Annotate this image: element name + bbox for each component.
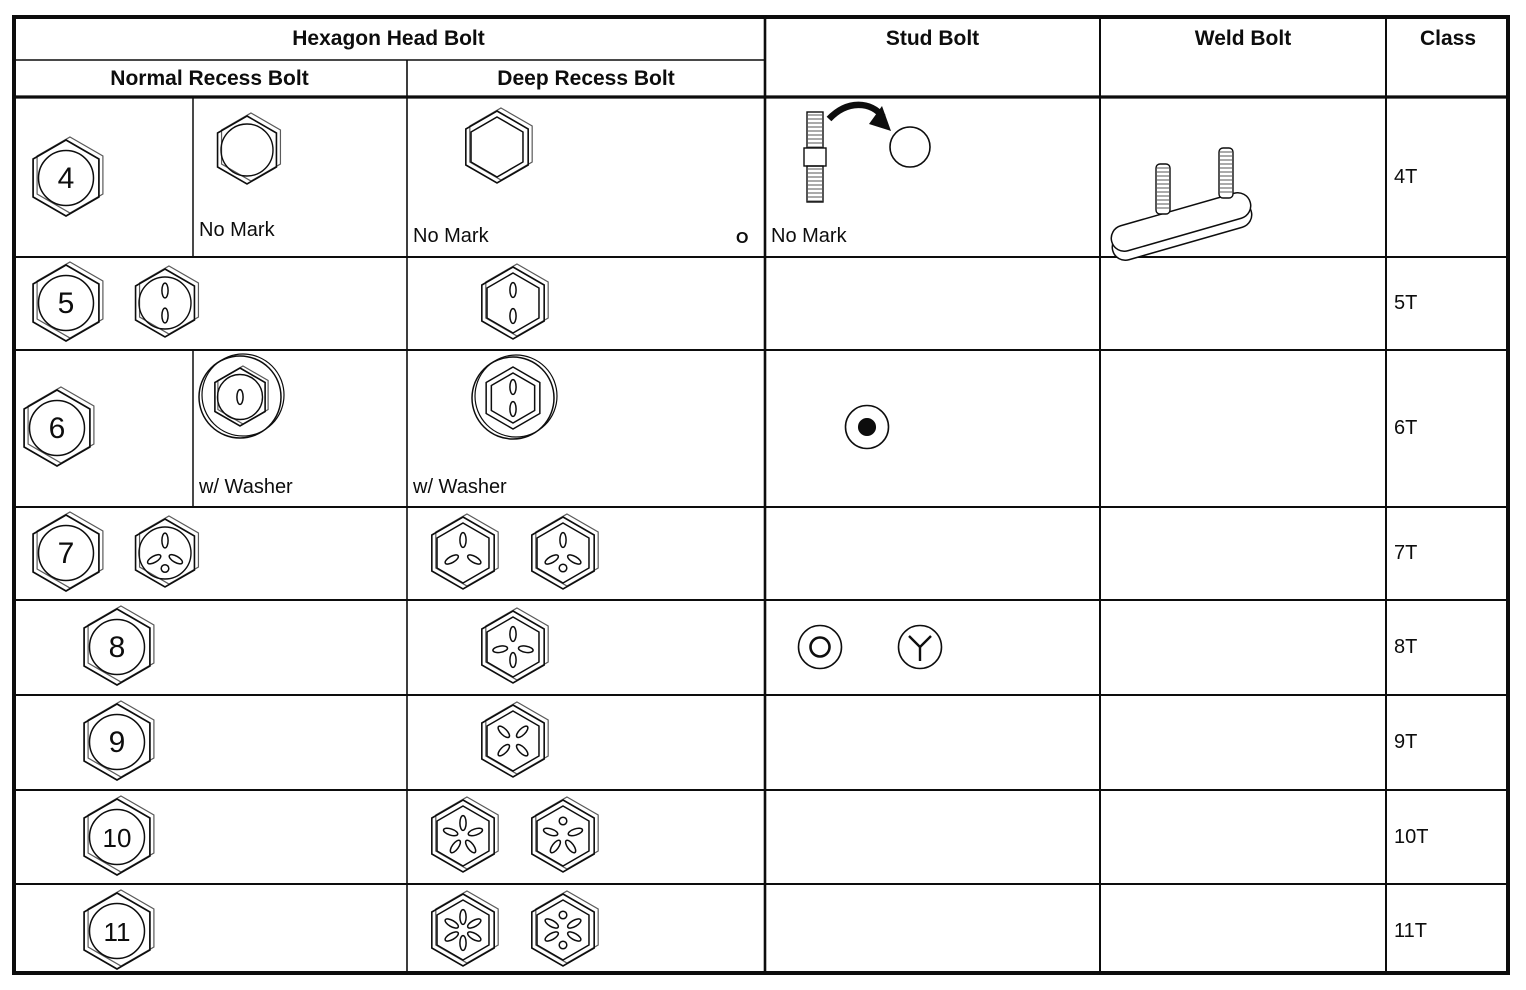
- hex-bolt-5-icon: 5: [32, 261, 104, 342]
- class-value: 9T: [1394, 731, 1418, 753]
- header-weld-bolt: Weld Bolt: [1194, 26, 1292, 50]
- class-value: 6T: [1394, 417, 1418, 439]
- deep-recess-four-diagonal-slots-icon: [481, 701, 549, 778]
- deep-recess-dot-four-slots-icon: [531, 796, 599, 873]
- o-mark: O: [736, 230, 749, 247]
- hex-number-label: 7: [58, 537, 75, 570]
- hex-number-label: 5: [58, 287, 75, 320]
- w-washer-label: w/ Washer: [413, 476, 507, 498]
- class-value: 10T: [1394, 826, 1429, 848]
- hex-number-label: 6: [49, 412, 66, 445]
- weld-bolt-icon: [1110, 147, 1253, 262]
- hex-bolt-7-icon: 7: [32, 511, 104, 592]
- deep-recess-four-slots-icon: [481, 607, 549, 684]
- class-value: 5T: [1394, 292, 1418, 314]
- header-normal-recess-bolt: Normal Recess Bolt: [110, 66, 309, 90]
- deep-recess-two-dots-four-slots-icon: [531, 890, 599, 967]
- header-class: Class: [1419, 26, 1477, 50]
- header-hexagon-head-bolt: Hexagon Head Bolt: [292, 26, 485, 50]
- deep-recess-washer-two-slots-icon: [471, 354, 558, 440]
- hex-bolt-9-icon: 9: [83, 700, 155, 781]
- no-mark-label: No Mark: [199, 219, 275, 241]
- stud-bolt-dot-mark-icon: [844, 404, 890, 450]
- hex-bolt-two-slots-icon: [134, 265, 200, 338]
- hex-number-label: 11: [104, 917, 131, 947]
- deep-recess-two-slots-icon: [481, 263, 549, 340]
- class-value: 11T: [1394, 920, 1427, 942]
- deep-recess-five-slots-icon: [431, 796, 499, 873]
- class-value: 7T: [1394, 542, 1418, 564]
- header-deep-recess-bolt: Deep Recess Bolt: [497, 66, 675, 90]
- hex-bolt-washer-one-slot-icon: [198, 353, 285, 439]
- hex-bolt-6-icon: 6: [23, 386, 95, 467]
- stud-bolt-y-mark-icon: [897, 624, 943, 670]
- header-stud-bolt: Stud Bolt: [885, 26, 980, 50]
- hex-bolt-8-icon: 8: [83, 605, 155, 686]
- hex-number-label: 9: [109, 726, 126, 759]
- hex-number-label: 10: [103, 823, 132, 853]
- hex-bolt-11-icon: 11: [83, 889, 155, 970]
- class-value: 8T: [1394, 636, 1418, 658]
- deep-recess-three-slots-icon: [431, 513, 499, 590]
- hex-bolt-no-mark-icon: [216, 112, 282, 185]
- no-mark-label: No Mark: [771, 225, 847, 247]
- class-value: 4T: [1394, 166, 1418, 188]
- hex-bolt-4-icon: 4: [32, 136, 104, 217]
- w-washer-label: w/ Washer: [199, 476, 293, 498]
- hex-bolt-10-icon: 10: [83, 795, 155, 876]
- no-mark-label: No Mark: [413, 225, 489, 247]
- hex-number-label: 8: [109, 631, 126, 664]
- hex-bolt-three-slots-dot-icon: [134, 515, 200, 588]
- deep-recess-six-slots-icon: [431, 890, 499, 967]
- hex-number-label: 4: [58, 162, 75, 195]
- deep-recess-three-slots-dot-icon: [531, 513, 599, 590]
- stud-bolt-ring-mark-icon: [797, 624, 843, 670]
- deep-recess-no-mark-icon: [465, 107, 533, 184]
- stud-bolt-no-mark-icon: [803, 101, 931, 203]
